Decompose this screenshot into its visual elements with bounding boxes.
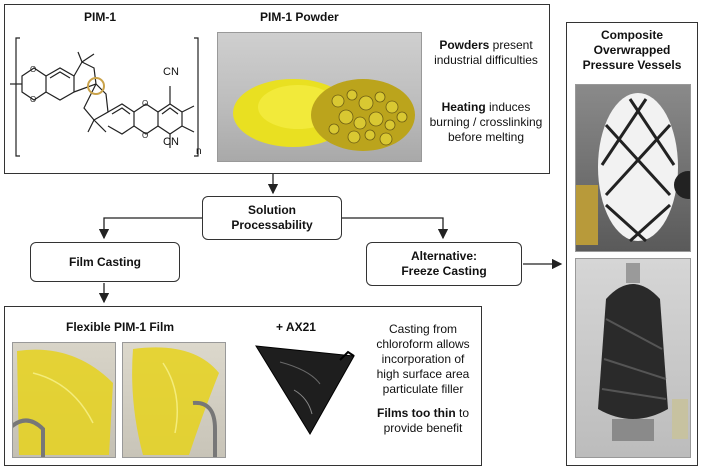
- flexible-film-label: Flexible PIM-1 Film: [66, 320, 175, 334]
- cn-label-top: CN: [163, 66, 179, 78]
- ax21-label: + AX21: [276, 320, 316, 334]
- svg-text:O: O: [142, 131, 148, 140]
- spiro-center-highlight: [87, 77, 105, 95]
- pim1-label: PIM-1: [84, 10, 117, 24]
- pim1-structure-diagram: O O O O: [10, 37, 199, 157]
- thin-films-note: Films too thin to provide benefit: [370, 406, 476, 436]
- vessel-photo-dark: [575, 258, 691, 458]
- pim1-powder-label: PIM-1 Powder: [260, 10, 339, 24]
- heating-note-rest: induces burning / crosslinking before me…: [429, 100, 543, 144]
- powder-note-bold: Powders: [439, 38, 490, 52]
- vessels-title: Composite Overwrapped Pressure Vessels: [582, 28, 682, 72]
- cn-label-bottom: CN: [163, 136, 179, 148]
- heating-note: Heating induces burning / crosslinking b…: [428, 100, 544, 145]
- thin-films-bold: Films too thin: [377, 406, 456, 420]
- arrow-to-film-casting: [98, 217, 202, 240]
- svg-text:O: O: [142, 99, 148, 108]
- pim1-powder-photo: [217, 32, 422, 162]
- vessel-photo-white: [575, 84, 691, 252]
- ax21-composite-film-photo: [255, 345, 355, 435]
- film-photo-2: [122, 342, 226, 458]
- bracket-left: [15, 37, 20, 157]
- heating-note-bold: Heating: [441, 100, 486, 114]
- solution-processability-box: Solution Processability: [202, 196, 342, 240]
- casting-note: Casting from chloroform allows incorpora…: [376, 322, 470, 396]
- svg-text:O: O: [30, 95, 36, 104]
- film-photo-1: [12, 342, 116, 458]
- bracket-right: [194, 37, 199, 157]
- arrow-to-freeze-casting: [342, 217, 449, 240]
- freeze-casting-box: Alternative: Freeze Casting: [366, 242, 522, 286]
- powder-note: Powders present industrial difficulties: [428, 38, 544, 68]
- svg-text:O: O: [30, 65, 36, 74]
- powder-note-rest: present industrial difficulties: [434, 38, 538, 67]
- film-casting-box: Film Casting: [30, 242, 180, 282]
- repeat-subscript-n: n: [196, 146, 202, 157]
- thin-films-rest: to provide benefit: [383, 406, 469, 435]
